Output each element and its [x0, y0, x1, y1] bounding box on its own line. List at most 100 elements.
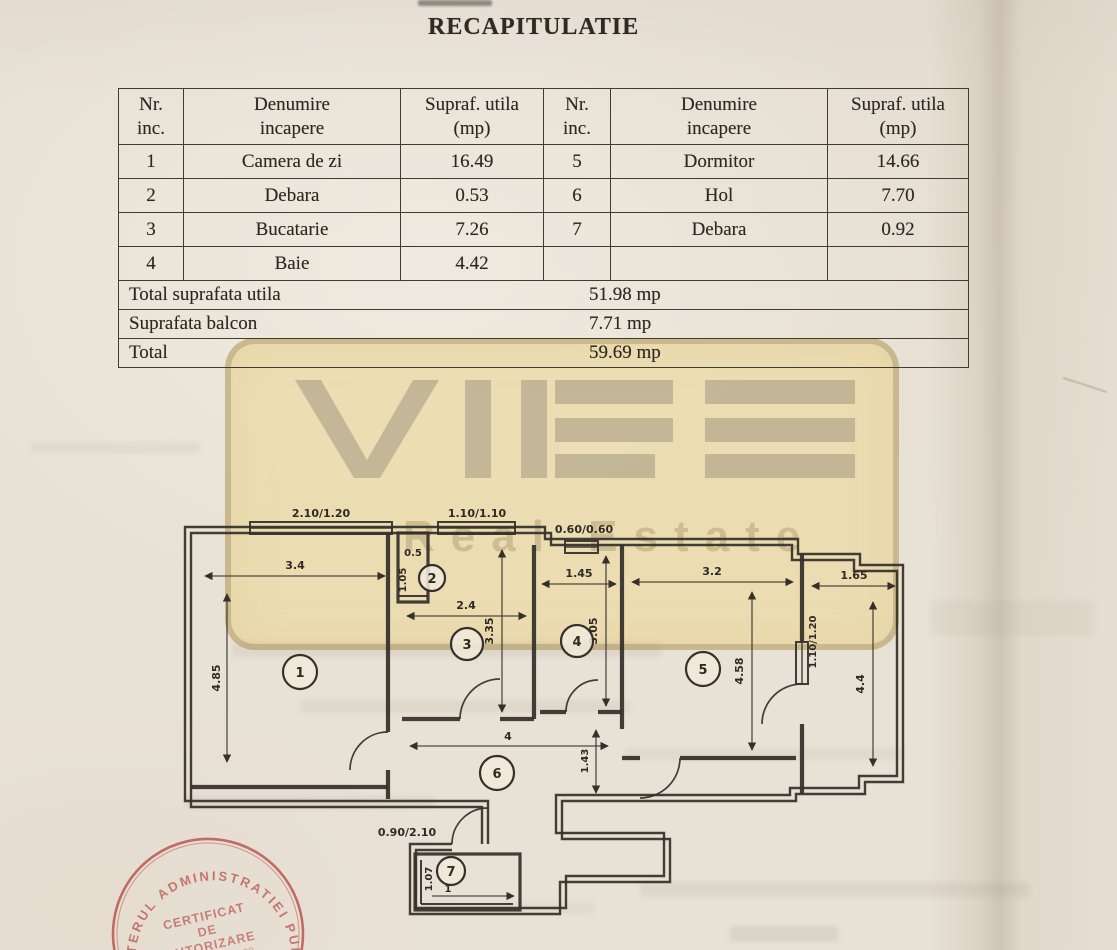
cutoff-text-fragment	[418, 0, 492, 6]
cell-room: Dormitor	[610, 144, 828, 179]
cell-nr: 2	[118, 178, 184, 213]
paper-crease	[1062, 376, 1108, 394]
watermark-subtitle: Real Estate	[403, 512, 817, 561]
table-row: 4 Baie 4.42	[118, 246, 969, 281]
dim-label: 4	[504, 730, 512, 743]
table-row: 3 Bucatarie 7.26 7 Debara 0.92	[118, 212, 969, 247]
stamp-outer-ring	[111, 837, 305, 950]
dim-label: 1.05	[398, 568, 409, 593]
total-cell: Total suprafata utila 51.98 mp	[118, 280, 969, 310]
room-number: 2	[427, 572, 436, 587]
bleedthrough-mark	[232, 642, 662, 657]
total-label: Suprafata balcon	[129, 313, 258, 334]
dim-label: 3.35	[483, 617, 496, 644]
dim-label: 0.5	[404, 548, 422, 559]
room-markers: 1 2 3 4 5 6 7	[281, 563, 722, 887]
svg-text:DE: DE	[196, 922, 218, 940]
dim-label: 1.43	[580, 749, 591, 774]
total-cell: Total 59.69 mp	[118, 338, 969, 368]
room-number: 7	[446, 865, 455, 880]
table-row: 1 Camera de zi 16.49 5 Dormitor 14.66	[118, 144, 969, 179]
cell-room: Camera de zi	[183, 144, 401, 179]
total-cell: Suprafata balcon 7.71 mp	[118, 309, 969, 339]
total-row: Total suprafata utila 51.98 mp	[118, 280, 969, 310]
cell-room: Baie	[183, 246, 401, 281]
total-row: Suprafata balcon 7.71 mp	[118, 309, 969, 339]
header-cell: Nr.inc.	[118, 88, 184, 145]
header-cell: Nr.inc.	[543, 88, 611, 145]
door-balcony	[761, 683, 803, 725]
door-arcs	[349, 678, 803, 845]
room-circle	[281, 653, 319, 691]
dim-label: 1.10/1.10	[448, 507, 507, 520]
door-entrance	[451, 807, 489, 845]
door-bath	[565, 679, 599, 713]
room-number: 5	[698, 663, 707, 678]
bleedthrough-mark	[30, 442, 200, 453]
cell-area: 14.66	[827, 144, 969, 179]
cell-nr	[543, 246, 611, 281]
total-label: Total suprafata utila	[129, 284, 281, 305]
dim-label: 2.10/1.20	[292, 507, 351, 520]
room-number: 1	[295, 666, 304, 681]
room-circle	[478, 754, 516, 792]
dim-label: 4.58	[733, 657, 746, 684]
dim-label: 4.4	[854, 674, 867, 694]
door-kitchen	[459, 678, 501, 720]
table-row: 2 Debara 0.53 6 Hol 7.70	[118, 178, 969, 213]
cell-nr: 6	[543, 178, 611, 213]
cell-area: 0.92	[827, 212, 969, 247]
bleedthrough-mark	[930, 600, 1095, 636]
dim-label: 2.4	[456, 599, 476, 612]
cell-area	[827, 246, 969, 281]
room-number: 6	[492, 767, 501, 782]
door-bedroom	[639, 757, 681, 799]
vibe-watermark: Real Estate	[225, 338, 899, 650]
cell-area: 0.53	[400, 178, 544, 213]
cell-nr: 7	[543, 212, 611, 247]
vibe-logo	[295, 380, 855, 478]
total-value: 7.71 mp	[589, 313, 652, 334]
dim-label: 4.85	[210, 664, 223, 691]
room-number: 4	[572, 635, 581, 650]
outer-wall-inner	[189, 531, 899, 910]
dim-label: 0.60/0.60	[555, 523, 614, 536]
bleedthrough-mark	[640, 882, 1030, 897]
room-number: 3	[462, 638, 471, 653]
cell-nr: 1	[118, 144, 184, 179]
dim-label: 1.45	[565, 567, 592, 580]
total-value: 59.69 mp	[589, 342, 661, 363]
cell-nr: 4	[118, 246, 184, 281]
total-value: 51.98 mp	[589, 284, 661, 305]
floor-plan: 2.10/1.20 1.10/1.10 0.60/0.60 3.4 4.85 0…	[183, 507, 905, 916]
cell-nr: 3	[118, 212, 184, 247]
cell-room: Hol	[610, 178, 828, 213]
header-cell: Supraf. utila(mp)	[400, 88, 544, 145]
bleedthrough-mark	[730, 926, 838, 942]
dimension-labels: 2.10/1.20 1.10/1.10 0.60/0.60 3.4 4.85 0…	[210, 507, 868, 895]
stamp-inner-ring	[116, 842, 300, 950]
cell-area: 7.70	[827, 178, 969, 213]
dim-label: 1.10/1.20	[808, 615, 819, 668]
cell-room: Debara	[183, 178, 401, 213]
cell-room: Debara	[610, 212, 828, 247]
bleedthrough-mark	[300, 700, 630, 713]
header-cell: Supraf. utila(mp)	[827, 88, 969, 145]
dimension-lines	[204, 549, 896, 794]
page-title: RECAPITULATIE	[428, 14, 640, 40]
room-circle	[684, 650, 722, 688]
cell-room	[610, 246, 828, 281]
cell-area: 7.26	[400, 212, 544, 247]
stamp-center-text: CERTIFICAT DE AUTORIZARE Seria B Nr. 000…	[162, 900, 257, 950]
cell-area: 16.49	[400, 144, 544, 179]
interior-walls	[191, 533, 805, 799]
certification-stamp: MINISTERUL ADMINISTRATIEI PUBLICE CERTIF…	[98, 824, 309, 950]
dim-label: 1.65	[840, 569, 867, 582]
total-label: Total	[129, 342, 168, 363]
cell-area: 4.42	[400, 246, 544, 281]
room7-box	[413, 852, 522, 912]
